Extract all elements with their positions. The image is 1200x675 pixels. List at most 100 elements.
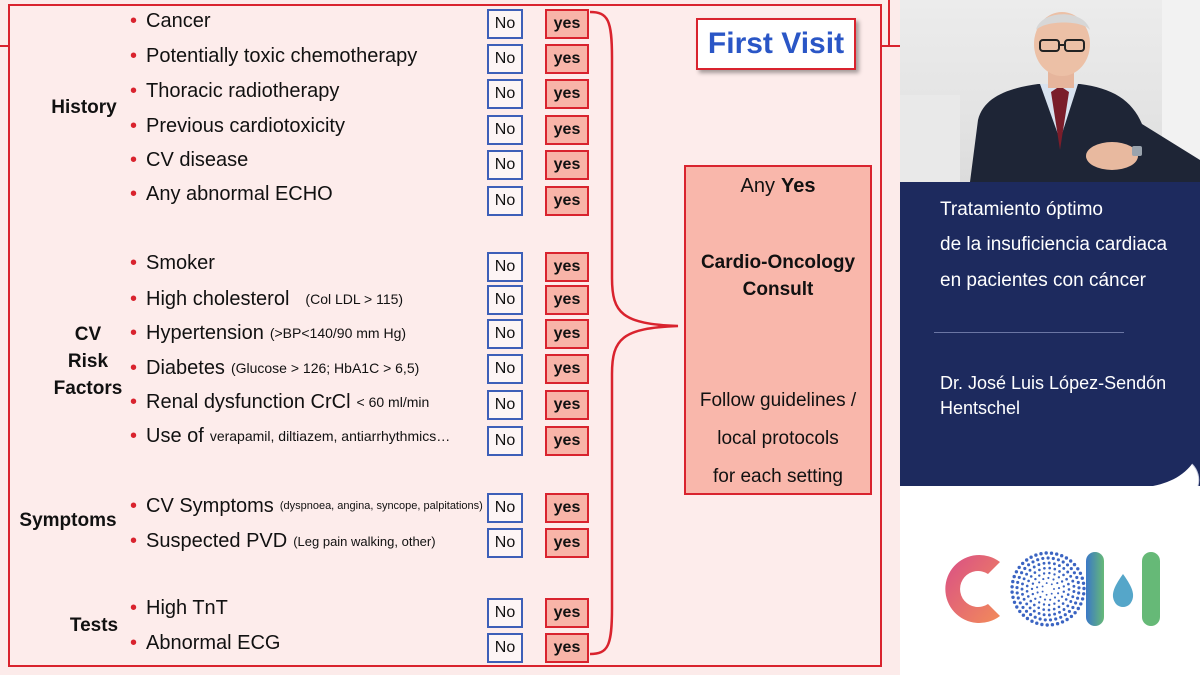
answer-yes-box: yes [545,186,589,216]
group-label-cv-risk-factors: CV Risk Factors [53,324,123,399]
logo-dot [1024,609,1029,613]
bullet-icon: • [130,182,138,205]
answer-no-box: No [487,115,523,145]
logo-dot [1010,590,1014,594]
logo-dot [1015,586,1019,590]
logo-dot [1065,577,1068,581]
logo-dot [1036,586,1039,589]
logo-dot [1032,609,1036,613]
checklist-item: •High TnT [130,596,228,619]
logo-dot [1053,602,1056,605]
logo-dot [1062,566,1066,570]
logo-dot [1050,623,1055,627]
logo-dot [1025,584,1029,588]
logo-dot [1015,605,1019,609]
checklist-item: •Diabetes(Glucose > 126; HbA1C > 6,5) [130,356,420,379]
logo-dot [1025,602,1029,606]
logo-dot [1053,596,1057,599]
speaker-name-line: Hentschel [940,398,1021,418]
logo-dot [1043,566,1046,570]
logo-dot [1048,566,1052,570]
checklist-item: •Thoracic radiotherapy [130,79,340,102]
bullet-icon: • [130,79,138,102]
logo-dot [1044,551,1048,555]
answer-no-box: No [487,426,523,456]
answer-no-box: No [487,9,523,39]
logo-dot [1039,552,1043,556]
logo-dot [1043,618,1047,622]
logo-dot [1046,556,1050,560]
checklist-item: •CV disease [130,148,249,171]
checklist-item: •Cancer [130,9,211,32]
logo-dot [1028,606,1032,610]
checklist-item: •Suspected PVD(Leg pain walking, other) [130,529,436,552]
logo-dot [1053,567,1057,571]
answer-yes-box: yes [545,354,589,384]
logo-dot [1048,603,1051,607]
logo-dot [1032,565,1036,569]
result-consult: Cardio-Oncology Consult [700,252,856,300]
logo-dot [1042,613,1046,617]
info-divider [934,332,1124,333]
bullet-icon: • [130,114,138,137]
logo-dot [1037,563,1041,567]
logo-dot [1012,600,1017,604]
logo-dot [1041,585,1044,588]
logo-dot [1029,599,1033,603]
logo-dot [1045,623,1049,627]
logo-dot [1031,582,1035,585]
logo-dot [1052,578,1055,581]
logo-dot [1021,605,1025,609]
answer-no-box: No [487,186,523,216]
checklist-item: •Renal dysfunction CrCl< 60 ml/min [130,390,430,413]
checklist-item: •Any abnormal ECHO [130,182,333,205]
logo-dot [1042,572,1046,575]
logo-dot [1062,590,1065,593]
logo-dot [1057,564,1061,568]
logo-dot [1060,620,1065,624]
logo-dot [1076,567,1080,571]
logo-dot [1055,552,1059,556]
slide-accent-line-right [882,45,900,47]
logo-dot [1067,588,1071,591]
logo-dot [1079,602,1083,606]
logo-dot [1014,570,1019,574]
logo-dot [1072,571,1076,575]
logo-dot [1029,555,1033,559]
logo-dot [1032,603,1036,607]
bullet-icon: • [130,321,138,344]
logo-dot [1045,593,1048,596]
logo-dot [1077,591,1081,595]
logo-dot [1047,561,1051,565]
logo-dot [1045,582,1048,585]
checklist-item: •Abnormal ECG [130,631,281,654]
page-curl-icon [1140,463,1200,491]
logo-dot [1027,563,1031,567]
logo-dot [1069,614,1074,619]
talk-title-line: Tratamiento óptimo [940,199,1103,220]
logo-dot [1016,596,1020,600]
checklist-item: •CV Symptoms(dyspnoea, angina, syncope, … [130,494,483,517]
logo-dot [1011,595,1015,599]
logo-dot [1063,613,1067,617]
answer-yes-box: yes [545,319,589,349]
bullet-icon: • [130,356,138,379]
answer-yes-box: yes [545,493,589,523]
logo-dot [1071,579,1075,583]
logo-dot [1036,591,1039,594]
logo-dot [1048,571,1051,575]
logo-dot [1031,592,1034,596]
logo-dot [1078,571,1083,575]
answer-yes-box: yes [545,426,589,456]
logo-dot [1020,571,1024,575]
logo-dot [1030,619,1034,623]
logo-dot [1081,581,1086,585]
logo-dot [1057,592,1060,595]
answer-yes-box: yes [545,44,589,74]
logo-dot [1069,600,1073,603]
answer-no-box: No [487,390,523,420]
logo-dot [1043,598,1047,601]
